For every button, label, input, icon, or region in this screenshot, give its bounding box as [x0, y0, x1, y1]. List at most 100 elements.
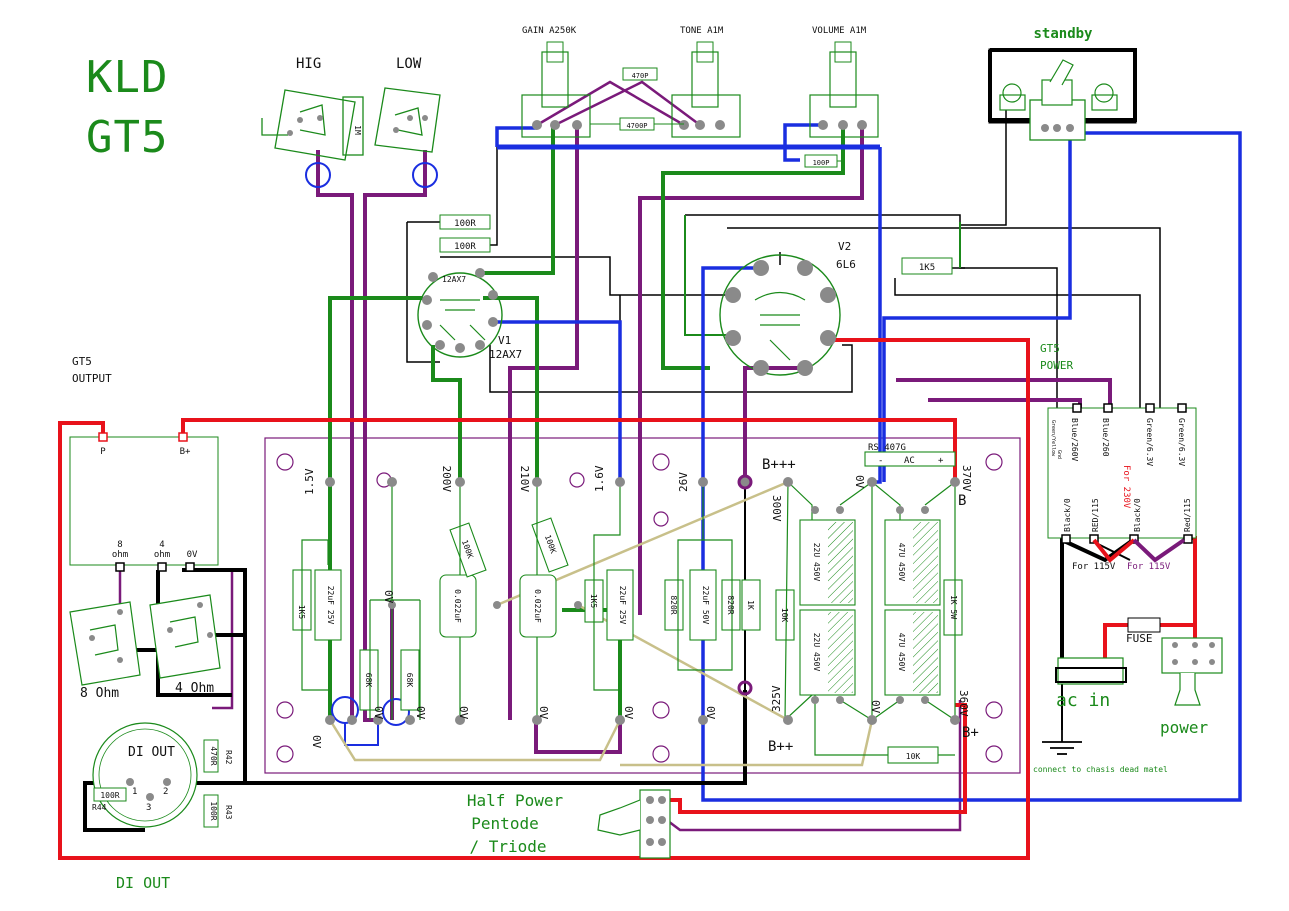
label-t1: Blue/260V: [1070, 418, 1079, 462]
label-22-450-b: 22U 450V: [812, 633, 821, 672]
label-gt5-output-1: GT5: [72, 355, 92, 368]
v1-body-label: 12AX7: [442, 275, 466, 284]
power-title: GT5 POWER: [1040, 342, 1073, 372]
label-ot-4ohm: ohm: [154, 550, 170, 560]
power-transformer-labels: Green/Yellow Gnd Blue/260V Blue/260 Gree…: [1050, 418, 1192, 572]
label-ot-p: P: [100, 447, 106, 457]
label-47-450-b: 47U 450V: [897, 633, 906, 672]
label-b1: Black/0: [1063, 498, 1072, 532]
label-b-top: B: [958, 493, 966, 509]
title-kld: KLD: [86, 52, 169, 103]
label-r44: R44: [92, 803, 107, 812]
standby-switch: [988, 48, 1137, 141]
fuse-holder: [1127, 617, 1161, 633]
label-ot-bplus: B+: [180, 447, 191, 457]
label-for115a: For 115V: [1072, 562, 1116, 572]
board-voltage-labels: 1.5V 200V 210V 1.6V 26V B+++ 300V 0V 370…: [303, 457, 979, 755]
mains-selector-wires: [1092, 538, 1186, 563]
label-chassis: connect to chasis dead matel: [1033, 765, 1168, 774]
main-board: [264, 437, 1021, 774]
label-0v-b: 0V: [372, 706, 385, 720]
label-1m: 1M: [353, 125, 362, 135]
label-tone: TONE A1M: [680, 26, 724, 36]
label-pin1: 1: [132, 787, 137, 797]
tube-v2-socket: [719, 254, 841, 376]
label-fuse: FUSE: [1126, 632, 1153, 645]
resistor-labels: 100R 100R 1K5 1M: [353, 125, 935, 273]
label-bridge-minus: -: [878, 456, 883, 466]
label-100p: 100P: [813, 159, 830, 167]
label-370v: 370V: [960, 465, 973, 492]
label-power: power: [1160, 718, 1209, 737]
label-for115b: For 115V: [1127, 562, 1171, 572]
label-ot-8ohm: ohm: [112, 550, 128, 560]
label-di-out-bottom: DI OUT: [116, 874, 170, 892]
jack-labels: HIG LOW: [296, 56, 422, 72]
pot-lugs: [532, 120, 867, 130]
jack-hig: [261, 89, 364, 161]
label-210v: 210V: [518, 466, 531, 493]
label-di-out: DI OUT: [128, 745, 175, 760]
label-470r: 470R: [209, 746, 218, 765]
mains-labels: FUSE ac in power connect to chasis dead …: [1033, 632, 1209, 774]
label-1-6v: 1.6V: [593, 465, 606, 492]
v1-type: 12AX7: [489, 348, 522, 361]
board-eyelets: [737, 474, 753, 696]
component-labels: 1K5 22uF 25V 68K 68K 0.022uF 0.022uF 100…: [297, 534, 958, 761]
ac-in-socket: [1055, 657, 1127, 685]
input-jack-lugs: [287, 115, 428, 136]
label-0v-a: 0V: [310, 735, 323, 749]
label-26v: 26V: [677, 472, 690, 492]
label-triode: / Triode: [469, 837, 546, 856]
speaker-jacks: [69, 594, 221, 686]
small-part-labels: 470P 4700P 100P: [626, 72, 829, 167]
label-rs407g: RS 407G: [868, 443, 906, 453]
label-bridge-plus: +: [938, 456, 944, 466]
output-labels: GT5 OUTPUT 8 Ohm 4 Ohm DI OUT 1 2 3 DI O…: [72, 355, 214, 892]
label-22-25-mid: 22uF 25V: [618, 586, 627, 625]
label-bppp: B+++: [762, 457, 796, 473]
label-200v: 200V: [440, 466, 453, 493]
label-pin2: 2: [163, 787, 168, 797]
label-4700p: 4700P: [626, 122, 647, 130]
pot-volume: [809, 41, 879, 138]
label-10k-h: 10K: [906, 752, 921, 761]
v2-type: 6L6: [836, 258, 856, 271]
label-1k5-v2: 1K5: [919, 263, 935, 273]
label-r43: R43: [224, 805, 233, 820]
label-0022-b: 0.022uF: [533, 589, 542, 623]
pot-gain: [521, 41, 591, 138]
label-22-25-left: 22uF 25V: [326, 586, 335, 625]
bridge-labels: RS 407G - AC +: [868, 443, 944, 466]
label-100r-b: 100R: [454, 242, 476, 252]
output-transformer-labels: P B+ 8 ohm 4 ohm 0V: [100, 447, 198, 560]
half-power-switch: [597, 789, 671, 859]
standby-title: standby: [1033, 26, 1093, 42]
label-bridge-ac: AC: [904, 456, 915, 466]
label-bp: B+: [962, 725, 979, 741]
tube-labels: 12AX7 V1 12AX7 V2 6L6: [442, 240, 856, 361]
pot-tone: [671, 41, 741, 138]
power-switch: [1161, 637, 1223, 706]
output-transformer: [69, 432, 219, 572]
label-b4: Red/115: [1183, 498, 1192, 532]
label-22-450-a: 22U 450V: [812, 543, 821, 582]
blue-loops: [305, 162, 438, 746]
label-360v: 360V: [957, 690, 970, 717]
label-100r-v: 100R: [209, 801, 218, 820]
label-t-green: Green/Yellow: [1050, 420, 1056, 457]
speaker-jack-lugs: [89, 602, 213, 663]
label-470p: 470P: [632, 72, 649, 80]
label-gt5-output-2: OUTPUT: [72, 372, 112, 385]
label-0v-g: 0V: [704, 706, 717, 720]
label-ot-4: 4: [159, 540, 164, 550]
label-820r-a: 820R: [669, 595, 678, 614]
label-1k-5w: 1K 5W: [949, 595, 958, 619]
power-transformer: [1047, 403, 1197, 544]
label-r42: R42: [224, 750, 233, 765]
label-for230: For 230V: [1121, 465, 1131, 509]
label-b2: RED/115: [1091, 498, 1100, 532]
label-b3: Black/0: [1133, 498, 1142, 532]
